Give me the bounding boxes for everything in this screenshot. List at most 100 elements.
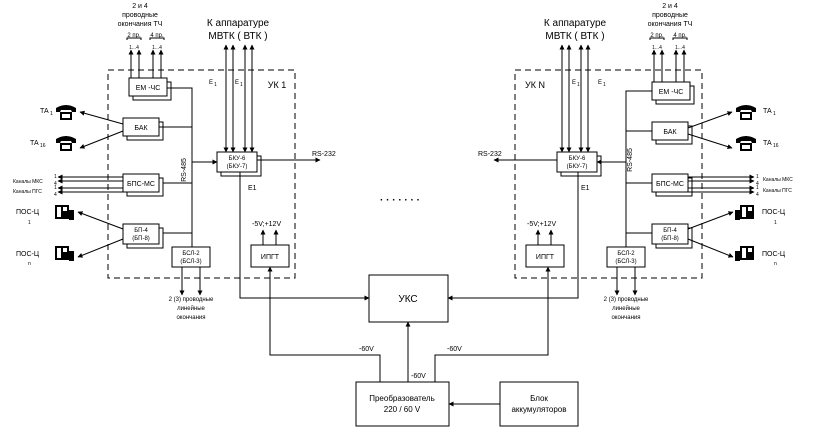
lin-label-2: линейные xyxy=(612,305,640,312)
phone-icon xyxy=(736,136,756,151)
wire-4-label: 4 пр. xyxy=(673,33,687,39)
lin-label-1: 2 (3) проводные xyxy=(604,297,649,303)
bsl-block xyxy=(606,246,646,268)
phone-icon xyxy=(56,105,76,120)
svg-text:4: 4 xyxy=(756,181,759,187)
e1-label-a: E xyxy=(209,80,213,86)
ukn-frame xyxy=(514,69,703,279)
wire-2-label: 2 пр. xyxy=(650,33,664,39)
lin-label-1: 2 (3) проводные xyxy=(169,297,214,303)
bps-ms-label: БПС-МС xyxy=(127,181,155,188)
svg-text:16: 16 xyxy=(40,143,46,149)
bp4-label-1: БП-4 xyxy=(134,228,148,234)
rs232-label: RS-232 xyxy=(312,151,336,158)
em-chs-block xyxy=(128,77,168,97)
battery-label-2: аккумуляторов xyxy=(511,405,566,414)
mvtk-title-line2: МВТК ( ВТК ) xyxy=(545,31,604,42)
battery-block xyxy=(499,381,579,427)
em-chs-label: ЕМ -ЧС xyxy=(659,89,684,96)
em-chs-label: ЕМ -ЧС xyxy=(136,85,161,92)
bsl-label-2: (БСЛ-3) xyxy=(615,259,636,265)
wire-brackets xyxy=(126,37,165,40)
unit-uk1: 2 и 4 проводные окончания ТЧ 2 пр. 4 пр.… xyxy=(13,3,336,321)
e1-bottom-label: E1 xyxy=(248,185,257,192)
tch-header-line2: проводные xyxy=(122,12,158,19)
posn-label: ПОС-Ц xyxy=(762,251,786,258)
svg-text:4: 4 xyxy=(54,181,57,187)
bps-ms-block xyxy=(122,173,160,193)
e1-label-b: E xyxy=(235,80,239,86)
bsl-label-2: (БСЛ-3) xyxy=(180,259,201,265)
ta1-label: ТА xyxy=(40,108,49,115)
bp4-block xyxy=(122,223,160,245)
posn-label: ПОС-Ц xyxy=(16,251,40,258)
ipgt-label: ИПГТ xyxy=(536,254,555,261)
converter-label-2: 220 / 60 V xyxy=(384,405,421,414)
bku-label-1: БКУ-6 xyxy=(229,156,246,162)
wire-brackets xyxy=(649,37,688,40)
bak-label: БАК xyxy=(134,125,148,132)
mvtk-title-line1: К аппаратуре xyxy=(207,18,270,29)
ta1-label: ТА xyxy=(763,108,772,115)
converter-block xyxy=(355,381,450,427)
ipgt-label: ИПГТ xyxy=(261,254,280,261)
phone-icon xyxy=(56,136,76,151)
bp4-label-2: (БП-8) xyxy=(132,236,150,242)
e1-bottom-label: E1 xyxy=(581,185,590,192)
rs485-label: RS-485 xyxy=(181,158,188,182)
lin-label-3: окончания xyxy=(611,315,640,321)
svg-text:4: 4 xyxy=(756,192,759,198)
mks-label: Каналы МКС xyxy=(13,179,43,185)
svg-text:1: 1 xyxy=(773,111,776,117)
lin-label-3: окончания xyxy=(176,315,205,321)
pos-terminal-icon xyxy=(735,246,754,261)
svg-text:1: 1 xyxy=(774,220,777,226)
pgs-label: Каналы ПГС xyxy=(13,189,42,195)
bku-label-1: БКУ-6 xyxy=(569,156,586,162)
v60-left-label: -60V xyxy=(359,346,374,353)
power-label: -5V;+12V xyxy=(527,221,556,228)
range-4: 1...4 xyxy=(152,45,162,51)
center-section: · · · · · · · УКС -60V -60V -60V Преобра… xyxy=(239,172,579,427)
svg-text:n: n xyxy=(28,261,31,267)
bsl-label-1: БСЛ-2 xyxy=(182,251,200,257)
bku-label-2: (БКУ-7) xyxy=(567,164,588,170)
v60-right-label: -60V xyxy=(447,346,462,353)
svg-text:1: 1 xyxy=(50,111,53,117)
uk1-frame xyxy=(107,69,296,279)
battery-label-1: Блок xyxy=(530,394,548,403)
svg-text:1: 1 xyxy=(577,82,580,88)
rs485-label: RS-485 xyxy=(627,148,634,172)
wire-4-label: 4 пр. xyxy=(150,33,164,39)
svg-text:n: n xyxy=(774,261,777,267)
svg-text:4: 4 xyxy=(54,192,57,198)
pgs-label: Каналы ПГС xyxy=(763,188,792,194)
wire-2-label: 2 пр. xyxy=(127,33,141,39)
rs232-label: RS-232 xyxy=(478,151,502,158)
bak-label: БАК xyxy=(663,129,677,136)
ukn-label: УК N xyxy=(525,80,545,90)
bps-ms-block xyxy=(651,173,689,193)
unit-ukn: 2 и 4 проводные окончания ТЧ 2 пр. 4 пр.… xyxy=(478,3,793,321)
ipgt-block xyxy=(525,244,565,268)
bp4-label-2: (БП-8) xyxy=(661,236,679,242)
svg-text:1: 1 xyxy=(54,185,57,191)
svg-text:1: 1 xyxy=(240,82,243,88)
bsl-block xyxy=(171,246,211,268)
tch-header-line3: окончания ТЧ xyxy=(648,21,693,28)
tch-header-line2: проводные xyxy=(652,12,688,19)
power-label: -5V;+12V xyxy=(252,221,281,228)
bsl-label-1: БСЛ-2 xyxy=(617,251,635,257)
uks-label: УКС xyxy=(398,294,417,305)
v60-mid-label: -60V xyxy=(411,373,426,380)
range-2: 1...4 xyxy=(129,45,139,51)
range-4: 1...4 xyxy=(675,45,685,51)
mvtk-title-line2: МВТК ( ВТК ) xyxy=(208,31,267,42)
e1-label-b: E xyxy=(598,80,602,86)
svg-text:1: 1 xyxy=(28,220,31,226)
svg-text:1: 1 xyxy=(54,174,57,180)
phone-icon xyxy=(736,105,756,120)
bp4-block xyxy=(651,223,689,245)
range-2: 1...4 xyxy=(652,45,662,51)
